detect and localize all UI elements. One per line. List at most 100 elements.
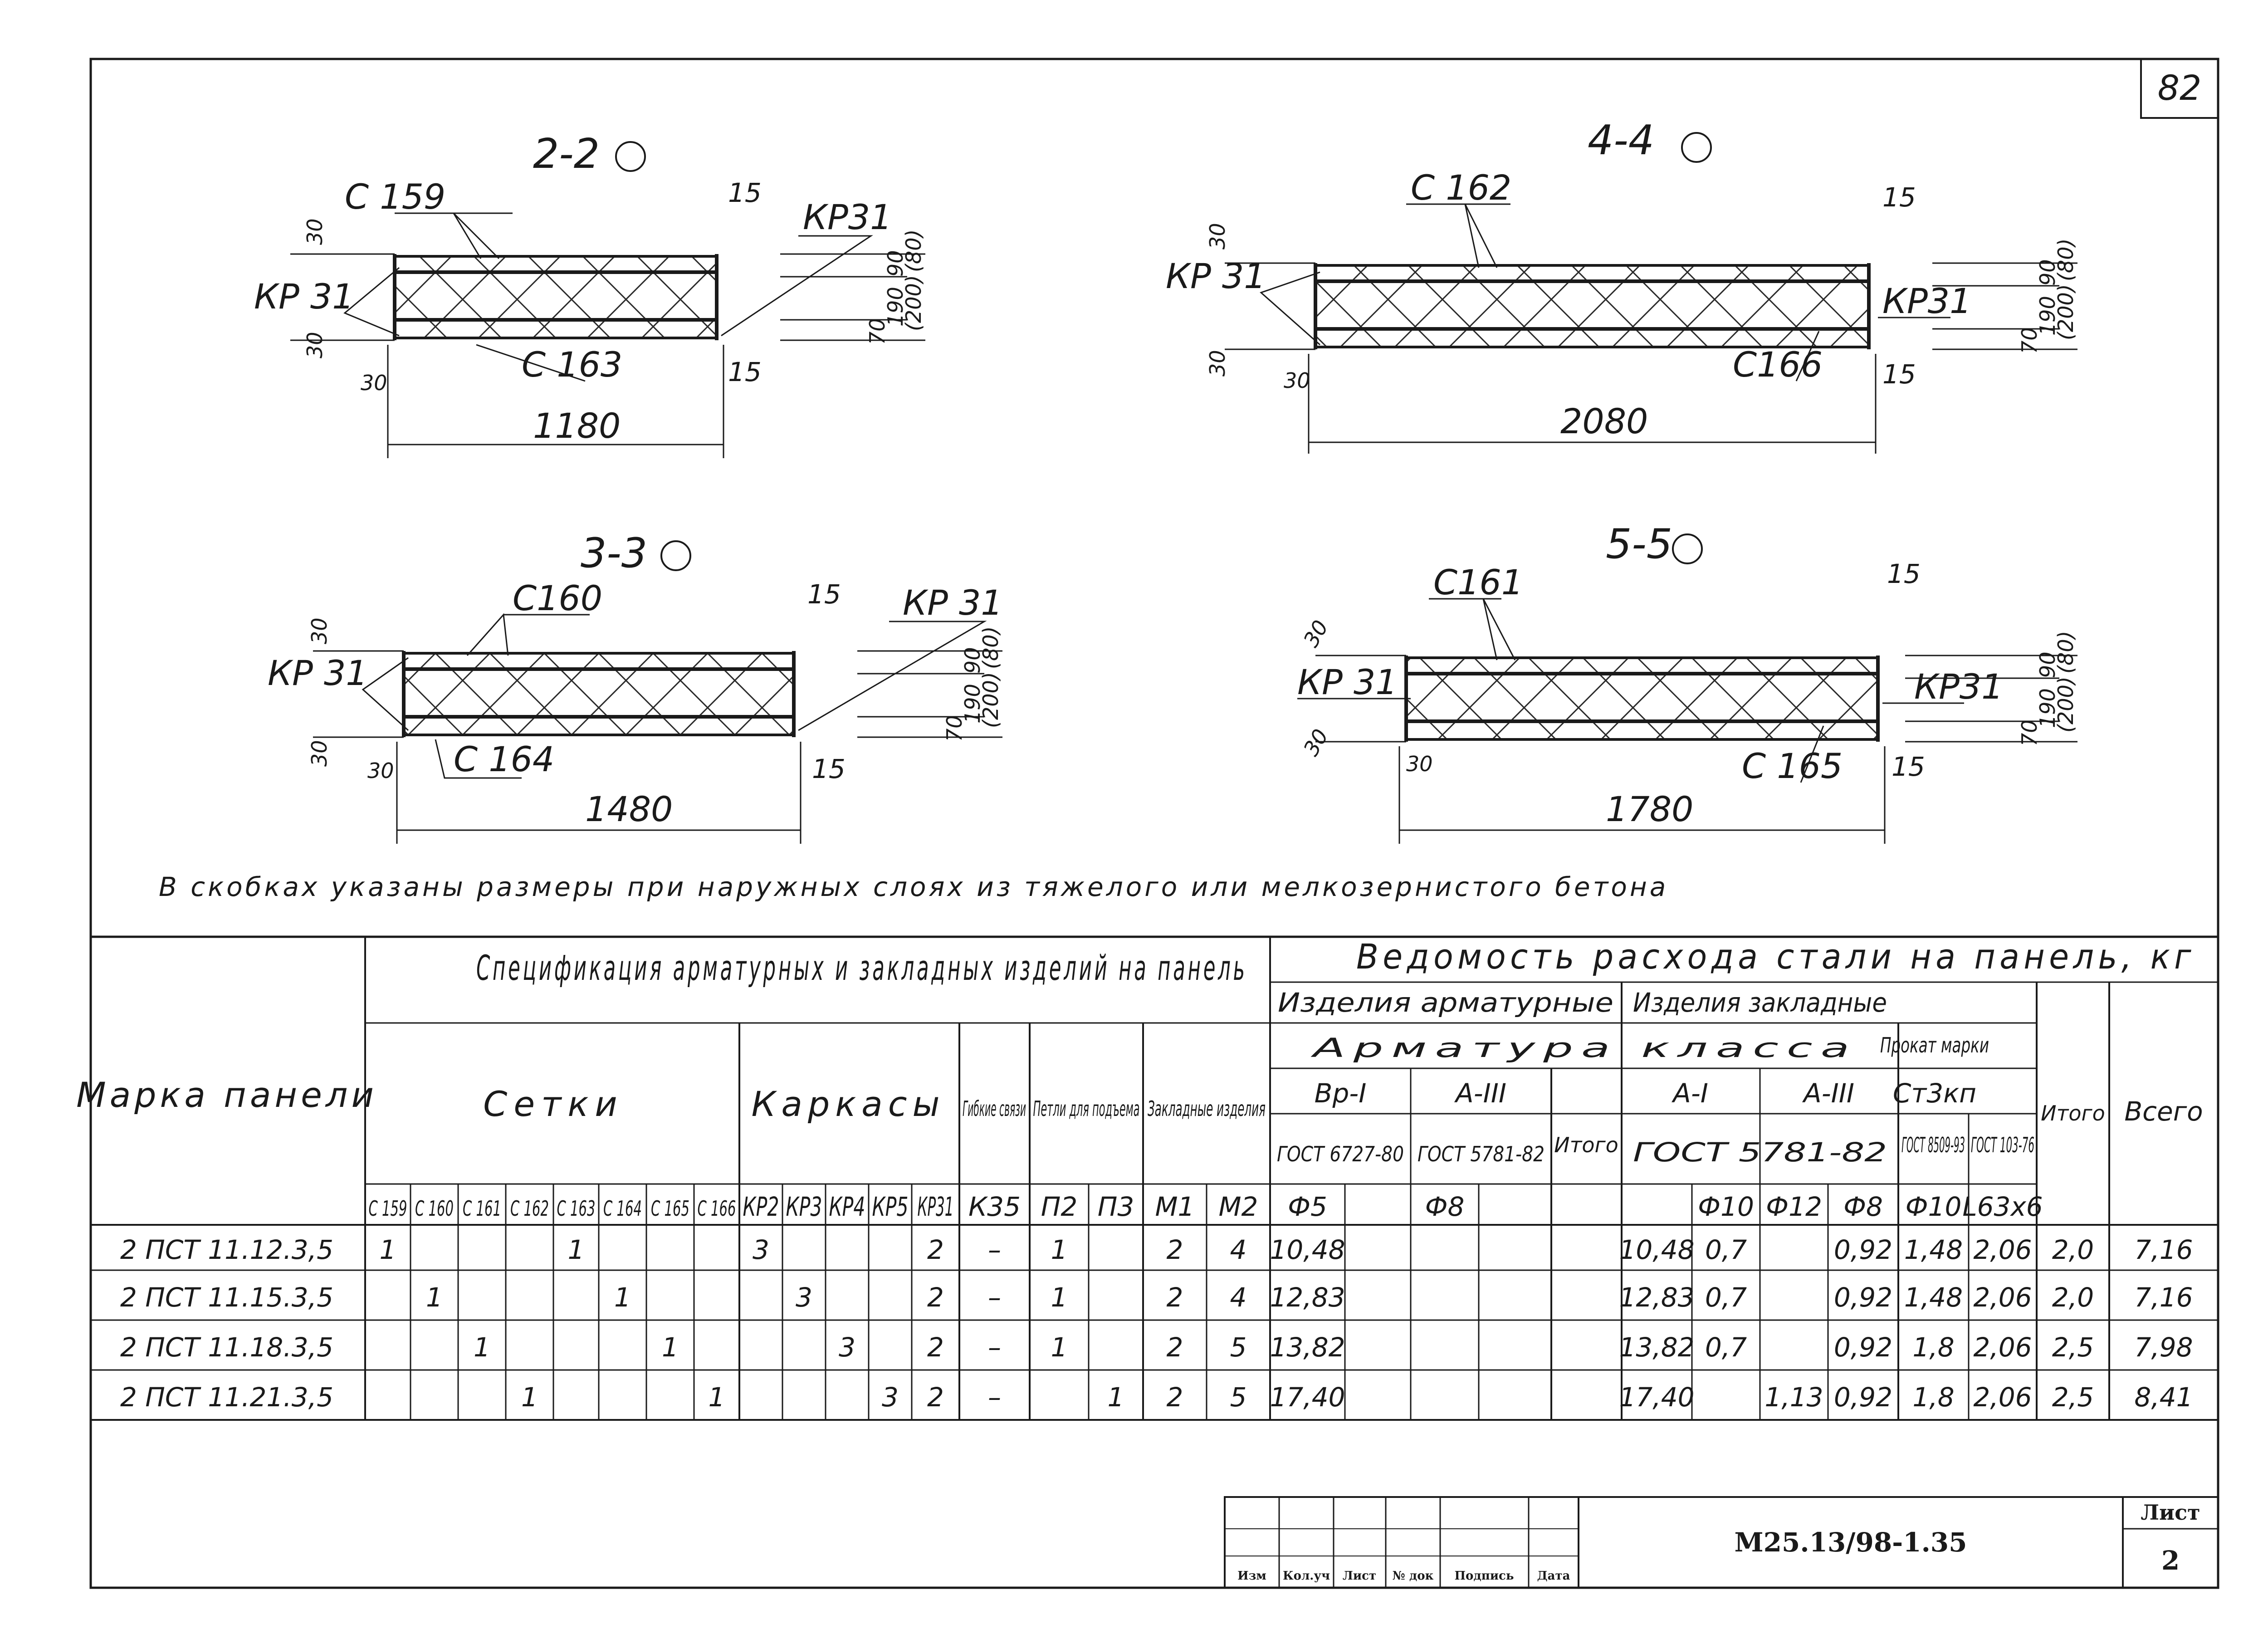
table-cell: 12,83 <box>1270 1282 1345 1313</box>
table-cell: 3 <box>882 1382 899 1413</box>
cover-dim-side: 30 <box>1284 368 1310 393</box>
table-cell: 2,0 <box>2052 1282 2094 1313</box>
cover-dim-side: 30 <box>1406 752 1433 776</box>
gost2-header: ГОСТ 5781-82 <box>1418 1142 1545 1166</box>
cover-dim-top: 30 <box>303 218 327 245</box>
svg-text:(80): (80) <box>2053 631 2078 674</box>
frame-label-left: КР 31 <box>254 276 354 317</box>
sheet-number: 2 <box>2161 1545 2180 1576</box>
table-cell: 2 <box>927 1382 944 1413</box>
table-cell: 1,8 <box>1912 1332 1954 1363</box>
spec-title: Спецификация арматурных и закладных изде… <box>476 948 1247 988</box>
table-cell: 1,8 <box>1912 1382 1954 1413</box>
table-cell: 2,5 <box>2052 1382 2094 1413</box>
leaf-header: КР3 <box>786 1191 822 1222</box>
frames-header: Каркасы <box>751 1084 945 1124</box>
table-row-mark: 2 ПСТ 11.12.3,5 <box>120 1234 333 1265</box>
stamp-header: Лист <box>1343 1569 1376 1583</box>
leaf-header: Ф5 <box>1288 1191 1327 1222</box>
table-cell: 2,06 <box>1973 1282 2032 1313</box>
panel-insulation <box>1314 264 1870 348</box>
table-cell: 4 <box>1230 1282 1247 1313</box>
top-mesh-label: С 159 <box>345 176 445 217</box>
svg-text:190: 190 <box>960 684 985 724</box>
stamp-header: Кол.уч <box>1283 1569 1330 1583</box>
table-cell: 1 <box>614 1282 631 1313</box>
table-cell: 0,92 <box>1834 1382 1892 1413</box>
spec-table: Марка панели Спецификация арматурных и з… <box>76 935 2218 1421</box>
frame-label-right: КР 31 <box>903 582 1003 623</box>
table-cell: 7,98 <box>2134 1332 2193 1363</box>
svg-text:190: 190 <box>883 287 908 327</box>
leaf-header: Ф8 <box>1425 1191 1465 1222</box>
table-cell: 2 <box>927 1332 944 1363</box>
panel-insulation <box>393 255 718 339</box>
table-cell: 2 <box>1167 1332 1183 1363</box>
table-cell: 3 <box>796 1282 812 1313</box>
a3b-header: А-III <box>1802 1078 1854 1109</box>
svg-text:70: 70 <box>2017 327 2042 354</box>
top-mesh-label: С161 <box>1433 562 1523 602</box>
bottom-mesh-label: С 163 <box>522 344 622 385</box>
cover-dim-top: 30 <box>1299 616 1333 651</box>
table-cell: 1 <box>1108 1382 1124 1413</box>
table-cell: 1 <box>474 1332 490 1363</box>
meshes-header: Сетки <box>483 1084 623 1124</box>
bottom-mesh-label: С 165 <box>1742 746 1843 786</box>
table-cell: 13,82 <box>1270 1332 1345 1363</box>
cover-dim-side: 30 <box>367 758 394 783</box>
table-cell: 0,7 <box>1705 1332 1747 1363</box>
cover-dim-top: 30 <box>307 617 332 644</box>
bp1-header: Вр-I <box>1315 1078 1367 1109</box>
embedded-header: Закладные изделия <box>1148 1096 1266 1121</box>
width-dim: 1480 <box>585 789 673 829</box>
mark-header: Марка панели <box>76 1075 377 1115</box>
width-dim: 1780 <box>1606 789 1693 829</box>
layer-dims: 70 190 90 (200) (80) <box>857 626 1003 742</box>
section-2-2: 2-2 С 159 С 163 КР 31 КР31 15 15 30 30 3… <box>254 130 926 458</box>
leaf-header: С 160 <box>415 1196 454 1221</box>
leaf-header: С 162 <box>510 1196 549 1221</box>
leaf-header: П3 <box>1098 1191 1134 1222</box>
bottom-mesh-label: С166 <box>1733 344 1823 385</box>
table-cell: 2 <box>1167 1234 1183 1265</box>
edge-dim-top: 15 <box>1882 182 1916 213</box>
table-cell: – <box>988 1282 1001 1313</box>
section-3-3: 3-3 С160 С 164 КР 31 КР 31 15 15 30 30 3… <box>268 529 1003 844</box>
st3-header: Ст3кп <box>1893 1078 1976 1109</box>
flex-header: Гибкие связи <box>963 1096 1026 1121</box>
table-cell: 7,16 <box>2134 1234 2193 1265</box>
leaf-header: С 164 <box>603 1196 642 1221</box>
edge-dim-top: 15 <box>807 579 841 610</box>
table-cell: 0,7 <box>1705 1282 1747 1313</box>
leaf-header: С 165 <box>651 1196 689 1221</box>
svg-text:90: 90 <box>2035 651 2060 678</box>
width-dim: 1180 <box>533 406 621 446</box>
leaf-header: КР4 <box>829 1191 865 1222</box>
svg-text:(80): (80) <box>2053 239 2078 281</box>
svg-text:90: 90 <box>2035 259 2060 286</box>
leaf-header: М1 <box>1155 1191 1195 1222</box>
frame-label-left: КР 31 <box>1297 662 1398 702</box>
table-cell: 1 <box>568 1234 585 1265</box>
arm-class-header: Арматура класса <box>1310 1032 1857 1063</box>
table-cell: 0,92 <box>1834 1282 1892 1313</box>
layer-dims: 70 190 90 (200) (80) <box>780 230 926 345</box>
table-cell: 10,48 <box>1619 1234 1694 1265</box>
table-cell: 0,92 <box>1834 1234 1892 1265</box>
edge-dim-bottom: 15 <box>728 357 762 387</box>
table-cell: 2,5 <box>2052 1332 2094 1363</box>
cover-dim-side: 30 <box>361 371 387 395</box>
table-cell: 2 <box>927 1282 944 1313</box>
stamp-header: Дата <box>1537 1569 1570 1583</box>
table-cell: 12,83 <box>1619 1282 1694 1313</box>
table-cell: 1 <box>1051 1234 1068 1265</box>
panel-insulation <box>1405 656 1879 741</box>
section-title: 4-4 <box>1588 117 1654 164</box>
table-cell: – <box>988 1234 1001 1265</box>
table-row-mark: 2 ПСТ 11.21.3,5 <box>120 1382 333 1413</box>
leaf-header: КР5 <box>872 1191 909 1222</box>
top-mesh-label: С160 <box>513 578 602 618</box>
